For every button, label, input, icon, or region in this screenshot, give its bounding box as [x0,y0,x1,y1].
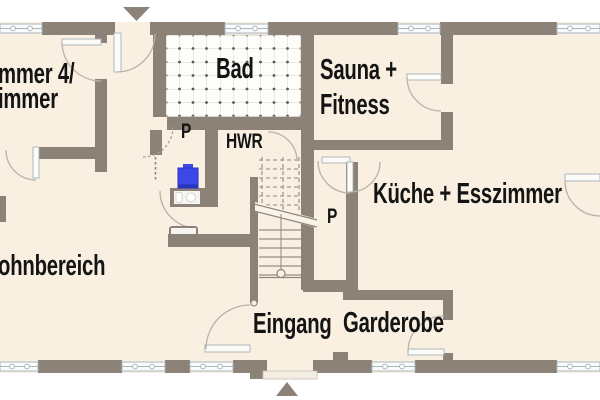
door-leaf [346,161,354,193]
door-arc [205,304,251,350]
window-top-2 [224,23,269,34]
stair-treads [259,229,301,276]
sink-basin [186,192,196,203]
stair-upper-flight [259,157,301,212]
soap-tray [175,192,183,203]
wc-fixtures [169,188,218,243]
room-label-sauna-line2: Fitness [320,89,390,121]
door-leaf [406,73,442,81]
door-leaf [204,344,251,353]
room-label-hwr: HWR [226,130,263,153]
wall-end-post [250,299,258,307]
room-label-wohnbereich: ohnbereich [0,250,106,282]
bathroom-tile-floor [165,34,302,118]
door-arc [61,41,102,82]
window-top-3 [397,23,441,34]
door-leaf [564,173,600,182]
door-leaf [113,32,122,73]
windows [0,23,600,372]
room-label-kueche: Küche + Esszimmer [373,178,562,210]
window-top-4 [556,23,600,34]
door-arcs [5,33,600,353]
entrance-sill [262,370,318,380]
room-label-bad: Bad [216,53,254,85]
door-leaf [32,146,40,179]
window-bottom-4 [371,361,416,372]
room-label-zimmer4-line2: immer [0,83,58,115]
door-arc [317,160,351,194]
room-label-garderobe: Garderobe [343,307,444,339]
toilet-tank [171,228,196,234]
door-leaf [61,38,102,46]
top-entrance-marker-icon [123,7,150,21]
door-leaf [407,348,445,356]
door-arc [564,180,600,217]
door-arc [5,149,37,181]
window-bottom-1 [0,361,39,372]
door-arc [406,76,442,112]
window-bottom-3 [189,361,234,372]
staircase [249,157,318,279]
window-top-1 [0,23,43,34]
stair-newel-circle [276,268,286,279]
walls [0,22,557,379]
door-arc [407,315,445,353]
room-label-eingang: Eingang [253,308,332,340]
room-label-nook-p: P [327,205,338,228]
room-label-sauna-line1: Sauna + [320,54,397,86]
door-leaf [321,156,351,164]
door-arc [267,131,298,162]
window-bottom-5 [556,361,600,372]
bottom-entrance-marker-icon [276,382,298,396]
dotted-door-arc [142,126,174,158]
door-arc [349,161,381,193]
room-label-wc-p: P [181,120,192,143]
washer-icon [177,164,199,189]
stair-break-lines [249,202,318,228]
door-arc [116,33,156,73]
window-bottom-2 [121,361,166,372]
room-label-zimmer4-line1: mmer 4/ [0,58,75,90]
